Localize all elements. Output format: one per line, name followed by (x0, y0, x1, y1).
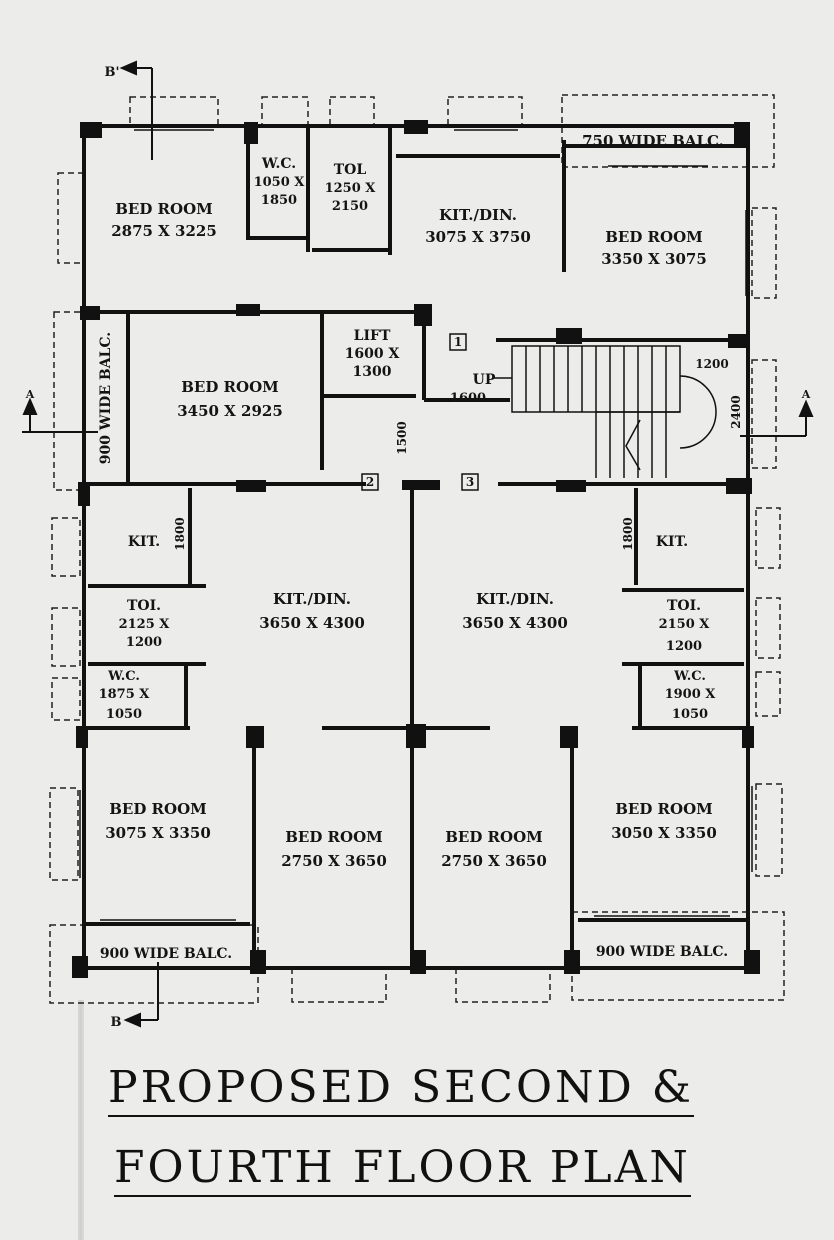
room-name: BED ROOM (115, 200, 213, 218)
room-size: 3350 X 3075 (601, 250, 707, 268)
lift-size: 1600 X (345, 346, 400, 362)
room-name: KIT./DIN. (439, 206, 517, 224)
balcony-label: 900 WIDE BALC. (596, 944, 728, 960)
room-size: 1250 X (325, 181, 377, 196)
room-size: 2125 X (119, 617, 171, 632)
room-name: KIT. (656, 534, 688, 550)
room-name: BED ROOM (181, 378, 279, 396)
room-size: 2750 X 3650 (281, 852, 387, 870)
room-name: TOI. (667, 598, 701, 614)
tag-label: 1 (454, 335, 462, 349)
stair-up-label: UP (473, 372, 496, 388)
windows (79, 129, 753, 969)
staircase (492, 345, 717, 478)
room-name: W.C. (673, 669, 706, 684)
room-size: 3650 X 4300 (259, 614, 365, 632)
room-size: 2150 X (659, 617, 711, 632)
columns (72, 120, 760, 978)
section-mark-a-right: A (801, 388, 811, 401)
room-size: 1850 (261, 193, 297, 208)
room-name: W.C. (107, 669, 140, 684)
section-mark-a-left: A (25, 388, 35, 401)
room-size: 1875 X (99, 687, 151, 702)
plan-title-text: PROPOSED SECOND & (108, 1062, 694, 1117)
plan-title-text: FOURTH FLOOR PLAN (114, 1142, 691, 1197)
tag-label: 3 (466, 475, 474, 489)
room-size: 2875 X 3225 (111, 222, 217, 240)
room-name: BED ROOM (285, 828, 383, 846)
room-size: 3075 X 3350 (105, 824, 211, 842)
room-size: 3450 X 2925 (177, 402, 283, 420)
room-size: 1050 (106, 707, 142, 722)
room-name: BED ROOM (605, 228, 703, 246)
dimension-label: 1500 (395, 421, 409, 454)
tag-label: 2 (366, 475, 374, 489)
dimension-label: 1200 (695, 357, 728, 371)
labels: B' B A A BED ROOM 2875 X 3225 W.C. 1050 … (25, 65, 811, 1030)
room-size: 1200 (126, 635, 162, 650)
room-size: 1200 (666, 639, 702, 654)
section-mark-b-prime: B' (105, 65, 120, 80)
room-name: KIT./DIN. (476, 590, 554, 608)
section-mark-b: B (111, 1015, 122, 1030)
balcony-label: 900 WIDE BALC. (100, 946, 232, 962)
plan-title-line2: FOURTH FLOOR PLAN (0, 1142, 834, 1197)
room-size: 3650 X 4300 (462, 614, 568, 632)
room-size: 1050 X (254, 175, 306, 190)
room-name: TOL (334, 162, 367, 178)
room-name: W.C. (261, 156, 296, 172)
dimension-label: 1800 (621, 517, 635, 550)
room-name: TOI. (127, 598, 161, 614)
room-name: BED ROOM (615, 800, 713, 818)
room-name: KIT./DIN. (273, 590, 351, 608)
room-size: 2150 (332, 199, 368, 214)
floor-plan: B' B A A BED ROOM 2875 X 3225 W.C. 1050 … (22, 60, 814, 1030)
room-name: BED ROOM (109, 800, 207, 818)
plan-title-line1: PROPOSED SECOND & (0, 1062, 834, 1117)
lift-label: LIFT (354, 328, 391, 344)
balcony-label: 900 WIDE BALC. (98, 332, 114, 464)
dimension-label: 1800 (173, 517, 187, 550)
dimension-label: 1600 (450, 391, 486, 406)
scan-artifact (78, 1000, 84, 1240)
room-size: 3050 X 3350 (611, 824, 717, 842)
room-name: BED ROOM (445, 828, 543, 846)
room-size: 1050 (672, 707, 708, 722)
lift-size: 1300 (353, 364, 392, 380)
tag-boxes (361, 333, 479, 491)
room-size: 2750 X 3650 (441, 852, 547, 870)
room-size: 3075 X 3750 (425, 228, 531, 246)
room-name: KIT. (128, 534, 160, 550)
dimension-label: 2400 (729, 395, 743, 428)
room-size: 1900 X (665, 687, 717, 702)
section-arrows (22, 60, 814, 1028)
balcony-label: 750 WIDE BALC. (582, 132, 724, 150)
